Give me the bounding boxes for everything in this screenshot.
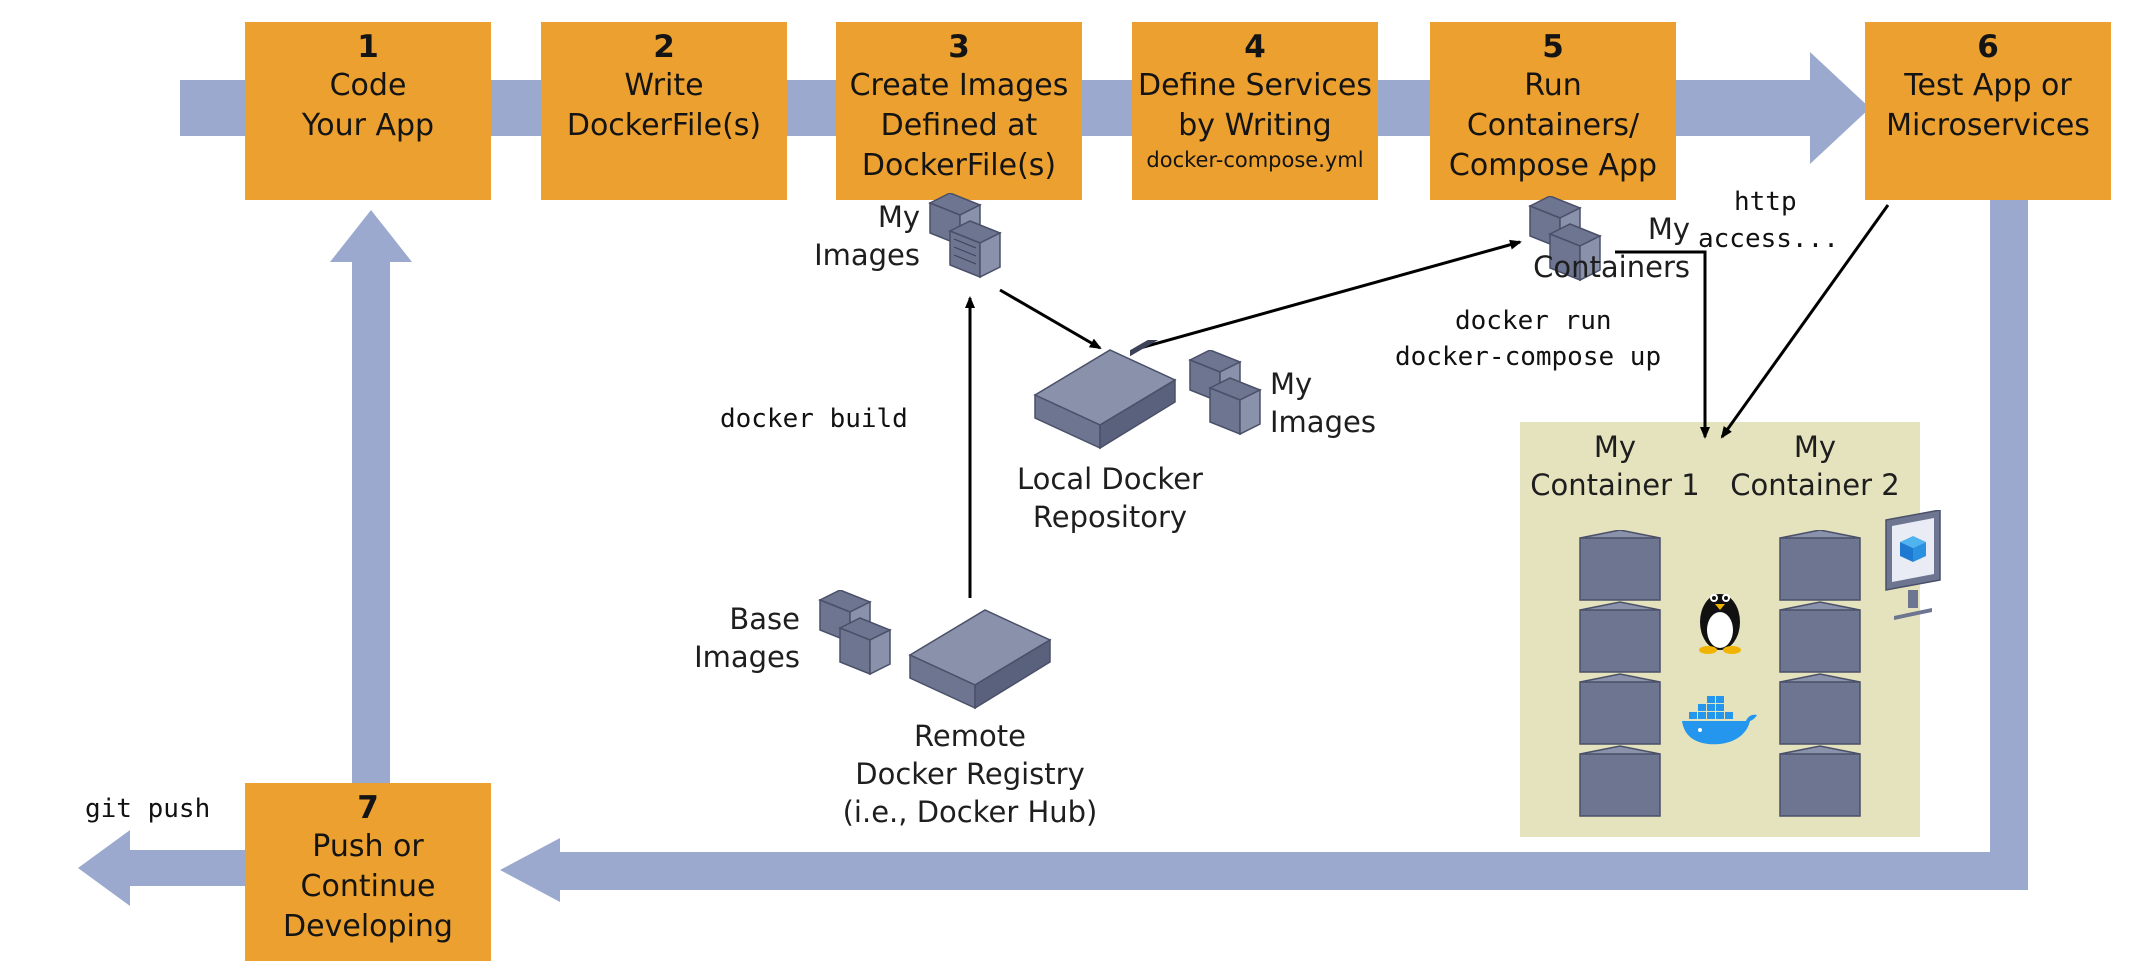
step-text-line: DockerFile(s) (566, 108, 762, 143)
step-text-line: Containers/ (1466, 108, 1640, 143)
label-line: Container 2 (1730, 468, 1900, 502)
step-text-line: Continue (300, 869, 436, 904)
label-line: Local Docker (1017, 462, 1203, 496)
step-text-line: Microservices (1886, 108, 2090, 143)
http-access-arrow (1720, 204, 1890, 439)
server-box-icon (905, 600, 1055, 710)
server-stack-icon (920, 193, 1010, 283)
step-text-line: Code (329, 68, 407, 103)
run-arrow (1615, 250, 1710, 439)
docker-whale-icon (1680, 690, 1760, 750)
server-stack-icon (1520, 196, 1610, 286)
label-line: Docker Registry (855, 757, 1085, 791)
docker-compose-up-command: docker-compose up (1395, 342, 1662, 372)
local-to-containers-arrow (1139, 239, 1522, 350)
step-text-line: Compose App (1448, 148, 1658, 183)
label-line: Images (1270, 405, 1376, 439)
step-number: 3 (948, 29, 970, 65)
git-push-command: git push (85, 794, 211, 824)
step-text-line: Create Images (849, 68, 1069, 103)
step-text-line: Define Services (1138, 68, 1372, 103)
access-command: access... (1698, 224, 1839, 254)
step-text-line: DockerFile(s) (861, 148, 1057, 183)
docker-run-command: docker run (1455, 306, 1612, 336)
step-filename: docker-compose.yml (1146, 148, 1364, 172)
step-number: 2 (653, 29, 675, 65)
label-line: My (1593, 430, 1637, 464)
images-to-local-arrow (999, 288, 1102, 350)
step-number: 7 (357, 790, 379, 826)
step-text-line: Defined at (880, 108, 1038, 143)
server-stack-icon (810, 590, 900, 680)
step-text-line: Write (624, 68, 704, 103)
step-number: 5 (1542, 29, 1564, 65)
http-command: http (1734, 187, 1797, 217)
docker-build-command: docker build (720, 404, 908, 434)
label-line: Base (729, 602, 800, 636)
label-line: My (1793, 430, 1837, 464)
step-text-line: Run (1524, 68, 1582, 103)
label-line: My (1270, 367, 1313, 401)
container-1-server-column (1575, 530, 1665, 820)
right-flow-band (1990, 200, 2028, 890)
step-number: 4 (1244, 29, 1266, 65)
left-up-arrow (330, 210, 412, 785)
label-line: Images (694, 640, 800, 674)
container-2-server-column (1775, 530, 1865, 820)
label-line: Repository (1032, 500, 1188, 534)
label-line: (i.e., Docker Hub) (842, 795, 1098, 829)
label-line: Remote (914, 719, 1026, 753)
server-stack-icon (1180, 350, 1270, 440)
step-text-line: Your App (301, 108, 435, 143)
linux-penguin-icon (1690, 580, 1750, 655)
label-line: Containers (1533, 250, 1690, 284)
step-text-line: by Writing (1178, 108, 1332, 143)
monitor-cube-icon (1882, 510, 1944, 620)
bottom-flow-arrow (500, 838, 2028, 902)
step-text-line: Test App or (1904, 68, 2072, 103)
label-line: Container 1 (1530, 468, 1700, 502)
step-number: 1 (357, 29, 379, 65)
step-text-line: Push or (312, 829, 424, 864)
label-line: My (877, 200, 920, 234)
git-push-arrow (78, 830, 245, 906)
label-line: Images (814, 238, 920, 272)
server-box-icon (1030, 340, 1180, 450)
label-line: My (1647, 212, 1690, 246)
step-number: 6 (1977, 29, 1999, 65)
step-text-line: Developing (283, 909, 453, 944)
